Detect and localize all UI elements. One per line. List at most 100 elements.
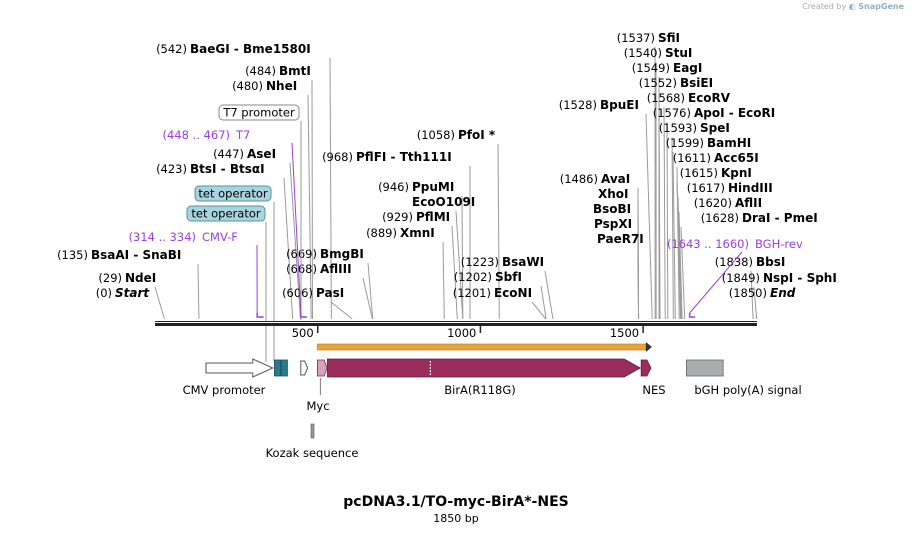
site-line-pfoi- [497,143,500,320]
feature-kozak-sequence-5 [310,423,315,439]
site-label-bpuei: BpuEI [600,98,639,112]
backbone-top [155,321,757,326]
site-line-spei [671,136,674,320]
site-line-pflmi [451,225,458,320]
orf-bar [317,343,647,351]
site-label-ndei: NdeI [125,271,156,285]
site-label-sfii: SfiI [658,31,680,45]
site-label-pspxi: PspXI [594,217,632,231]
snapgene-logo-icon: ◐ [848,2,856,11]
site-position-baegi-bme1580i: (542) [156,42,187,56]
site-label-pflfi-tth111i: PflFI - Tth111I [356,150,452,164]
site-label-bamhi: BamHI [707,136,751,150]
site-label-bsiei: BsiEI [680,76,713,90]
site-position-apoi-ecori: (1576) [653,106,691,120]
site-label-econi: EcoNI [494,286,532,300]
site-line-ecorv [663,106,666,320]
snapgene-brand: Created by ◐ SnapGene [802,2,904,11]
feature-operator-2 [280,359,288,377]
site-line-nspi-sphi [753,286,758,320]
site-label-nspi-sphi: NspI - SphI [763,271,837,285]
primer-line-t7 [291,142,302,314]
site-line-sbfi [540,285,547,320]
site-position-aflii: (1620) [694,196,732,210]
boxed-label-1: tet operator [198,187,267,201]
site-line-ndei [154,286,165,320]
site-line-drai-pmei [680,226,686,320]
site-position-acc65i: (1611) [673,151,711,165]
site-position-ecorv: (1568) [647,91,685,105]
site-line-econi [531,301,547,320]
feature-operator-1 [274,359,282,377]
boxed-label-2: tet operator [191,207,260,221]
primer-arrow-t7 [300,313,307,318]
boxed-label-bg-2 [186,205,266,222]
ruler-label-1000: 1000 [447,326,476,340]
site-label-kpni: KpnI [721,166,752,180]
site-position-nhei: (480) [232,79,263,93]
site-label-bbsi: BbsI [756,255,785,269]
site-line-btsi-bts-i [283,177,294,320]
site-position-kpni: (1615) [680,166,718,180]
site-position-spei: (1593) [659,121,697,135]
brand-app: SnapGene [858,2,904,11]
site-position-bpuei: (1528) [559,98,597,112]
site-label-start: Start [115,286,150,300]
site-label-drai-pmei: DraI - PmeI [742,211,818,225]
site-position-econi: (1201) [453,286,491,300]
feature-nes-7 [640,359,652,377]
site-line-hindiii [677,196,682,320]
primer-name-t7: T7 [235,128,250,142]
primer-arrow-bgh-rev [688,313,696,318]
site-line-nhei [307,94,312,320]
feature-label-myc-4: Myc [306,399,329,413]
site-label-avai: AvaI [601,172,630,186]
site-position-bmgbi: (669) [286,247,317,261]
site-label-nhei: NheI [266,79,297,93]
map-length: 1850 bp [433,512,479,525]
site-label-afliii: AflIII [320,262,352,276]
boxed-label-bg-1 [194,185,272,202]
site-position-ndei: (29) [98,271,122,285]
feature-promoter-small-3 [300,360,309,376]
site-line-aflii [678,211,683,320]
brand-created-by: Created by [802,2,847,11]
site-label-apoi-ecori: ApoI - EcoRI [694,106,775,120]
site-label-bsawi: BsaWI [502,255,544,269]
site-line-bsaai-snabi [197,263,200,320]
ruler-label-1500: 1500 [610,326,639,340]
feature-myc-4 [316,359,328,377]
boxed-label-bg-0 [218,104,300,121]
primer-range-t7: (448 .. 467) [163,128,231,142]
site-line-bsiei [658,91,661,320]
site-label-btsi-bts-i: BtsI - BtsαI [190,162,265,176]
site-label-bsobi: BsoBI [593,202,631,216]
site-label-hindiii: HindIII [728,181,773,195]
site-label-ecoo109i: EcoO109I [412,195,475,209]
site-label-ppumi: PpuMI [412,180,454,194]
feature-label-bgh-poly-a-signal-8: bGH poly(A) signal [694,383,801,397]
site-position-stui: (1540) [624,46,662,60]
site-position-sfii: (1537) [617,31,655,45]
site-position-sbfi: (1202) [454,270,492,284]
site-position-asei: (447) [213,147,244,161]
site-label-bmgbi: BmgBI [320,247,364,261]
primer-line-bgh-rev [689,251,743,314]
feature-label-bira-r118g--6: BirA(R118G) [444,383,516,397]
feature-cmv-promoter-0 [205,358,275,378]
site-position-ppumi: (946) [378,180,409,194]
site-position-nspi-sphi: (1849) [722,271,760,285]
site-label-spei: SpeI [700,121,730,135]
site-position-afliii: (668) [286,262,317,276]
site-line-pasi [330,301,353,320]
site-label-end: End [770,286,796,300]
site-line-xmni [442,241,445,320]
site-line-ecoo109i [455,210,464,320]
site-line-apoi-ecori [666,121,669,320]
site-label-stui: StuI [665,46,692,60]
ruler-label-500: 500 [292,326,314,340]
site-position-hindiii: (1617) [687,181,725,195]
site-line-bamhi [672,151,676,320]
site-line-kpni [676,181,682,320]
